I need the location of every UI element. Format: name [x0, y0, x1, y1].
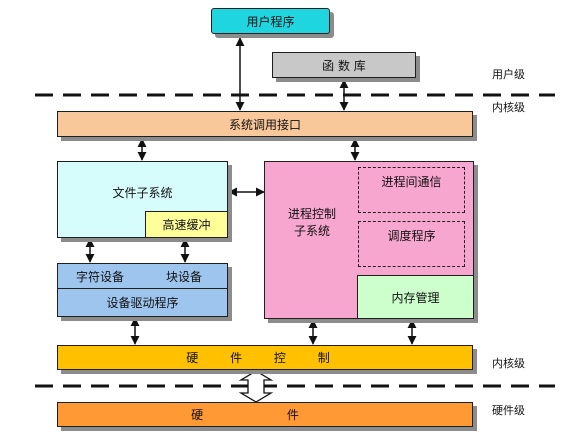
hardware-control-label: 硬 件 控 制 [186, 351, 344, 365]
device-driver-label: 设备驱动程序 [106, 296, 179, 310]
hardware-box: 硬 件 [57, 402, 473, 427]
ipc-box: 进程间通信 [358, 167, 465, 213]
buffer-cache-box: 高速缓冲 [145, 211, 228, 238]
memory-management-box: 内存管理 [357, 275, 474, 319]
level-label-kernel-bottom: 内核级 [492, 357, 525, 370]
block-device-box: 块设备 [141, 263, 228, 289]
char-device-label: 字符设备 [75, 269, 124, 284]
hardware-control-box: 硬 件 控 制 [57, 345, 473, 370]
block-device-label: 块设备 [165, 269, 202, 284]
user-program-label: 用户程序 [246, 14, 295, 29]
scheduler-label: 调度程序 [387, 229, 436, 243]
ipc-label: 进程间通信 [381, 175, 442, 189]
library-label: 函 数 库 [322, 58, 366, 73]
hardware-label: 硬 件 [191, 408, 339, 422]
process-control-label: 进程控制 子系统 [287, 207, 336, 238]
user-program-box: 用户程序 [211, 8, 330, 34]
file-subsystem-label: 文件子系统 [112, 186, 173, 200]
buffer-cache-label: 高速缓冲 [162, 218, 211, 232]
scheduler-box: 调度程序 [358, 221, 465, 267]
level-label-user: 用户级 [492, 68, 525, 81]
memory-management-label: 内存管理 [391, 290, 440, 305]
library-box: 函 数 库 [272, 52, 416, 78]
level-label-hardware: 硬件级 [492, 404, 525, 417]
device-driver-box: 设备驱动程序 [57, 288, 228, 317]
syscall-interface-box: 系统调用接口 [57, 111, 473, 137]
char-device-box: 字符设备 [57, 263, 143, 289]
syscall-interface-label: 系统调用接口 [228, 117, 301, 132]
level-label-kernel-top: 内核级 [492, 101, 525, 114]
